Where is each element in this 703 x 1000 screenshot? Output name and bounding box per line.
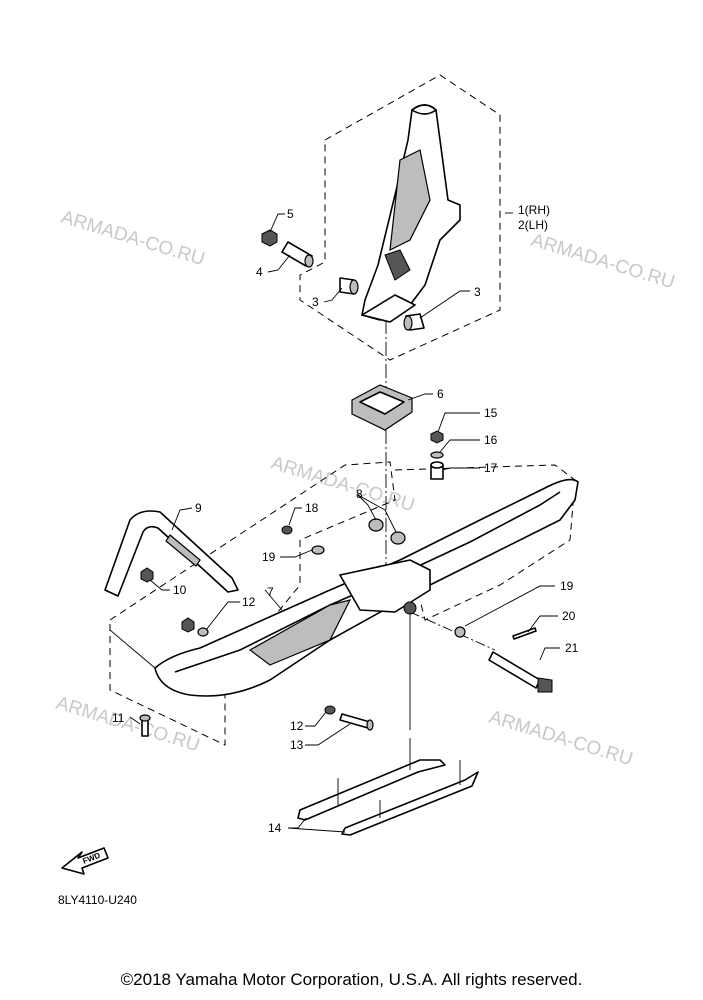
watermark: ARMADA-CO.RU	[54, 693, 202, 757]
part-19-washer-left	[311, 545, 325, 555]
callout-4: 4	[256, 265, 263, 279]
watermarks: ARMADA-CO.RU ARMADA-CO.RU ARMADA-CO.RU A…	[54, 207, 677, 771]
part-4-sleeve	[281, 241, 314, 268]
callout-6: 6	[437, 387, 444, 401]
part-3-collar-left	[339, 277, 359, 295]
watermark: ARMADA-CO.RU	[269, 453, 417, 517]
part-5-nut	[261, 229, 278, 247]
diagram-code: 8LY4110-U240	[58, 893, 137, 907]
callout-13: 13	[290, 738, 304, 752]
part-14-runner-lower	[341, 760, 479, 836]
spindle	[361, 104, 461, 323]
part-21-bolt	[488, 651, 553, 693]
callout-14: 14	[268, 821, 282, 835]
watermark: ARMADA-CO.RU	[529, 230, 677, 294]
part-12-nut-upper	[181, 617, 195, 633]
part-7-ski	[154, 478, 579, 697]
callouts: 1(RH) 2(LH) 3 3 4 5 6 7 8 9 10 11 12 12 …	[112, 203, 579, 835]
callout-10: 10	[173, 583, 187, 597]
ski-group-outline-right	[394, 464, 576, 621]
callout-19-right: 19	[560, 579, 574, 593]
callout-21: 21	[565, 641, 579, 655]
part-10-nut	[140, 567, 154, 583]
callout-3-left: 3	[312, 295, 319, 309]
callout-11: 11	[112, 711, 125, 725]
callout-3-right: 3	[474, 285, 481, 299]
watermark: ARMADA-CO.RU	[487, 707, 635, 771]
callout-8: 8	[356, 487, 363, 501]
centerline-bolt	[409, 611, 496, 651]
part-8-bushing-b	[390, 531, 406, 545]
callout-19-left: 19	[262, 550, 276, 564]
fwd-arrow-icon: FWD	[61, 847, 109, 875]
callout-12-lower: 12	[290, 719, 304, 733]
watermark: ARMADA-CO.RU	[59, 207, 207, 271]
callout-7: 7	[267, 585, 274, 599]
copyright-notice: ©2018 Yamaha Motor Corporation, U.S.A. A…	[120, 970, 583, 989]
part-13-bolt	[339, 713, 374, 731]
callout-5: 5	[287, 207, 294, 221]
part-19-washer-right	[454, 626, 466, 638]
part-14-runner-upper	[297, 738, 446, 821]
callout-20: 20	[562, 609, 576, 623]
part-18-nut	[281, 525, 293, 535]
callout-2: 2(LH)	[518, 218, 548, 232]
part-12-washer-upper	[197, 627, 209, 637]
callout-16: 16	[484, 433, 498, 447]
part-6-damper	[351, 384, 413, 431]
callout-12-upper: 12	[242, 595, 256, 609]
spindle-group-outline	[299, 74, 501, 361]
leader-lines	[109, 212, 560, 833]
callout-15: 15	[484, 406, 498, 420]
part-16-washer	[430, 451, 444, 459]
callout-1: 1(RH)	[518, 203, 550, 217]
callout-9: 9	[195, 501, 202, 515]
callout-17: 17	[484, 461, 498, 475]
part-3-collar-right	[403, 313, 425, 331]
part-17-collar	[430, 461, 444, 480]
part-15-nut	[430, 430, 444, 444]
part-11-bolt	[139, 714, 151, 737]
part-12-nut-lower	[324, 705, 336, 715]
ski-group-outline	[109, 461, 396, 746]
part-9-ski-loop	[104, 510, 239, 597]
part-20-pin	[512, 627, 537, 640]
callout-18: 18	[305, 501, 319, 515]
part-8-bushing-a	[368, 518, 384, 532]
